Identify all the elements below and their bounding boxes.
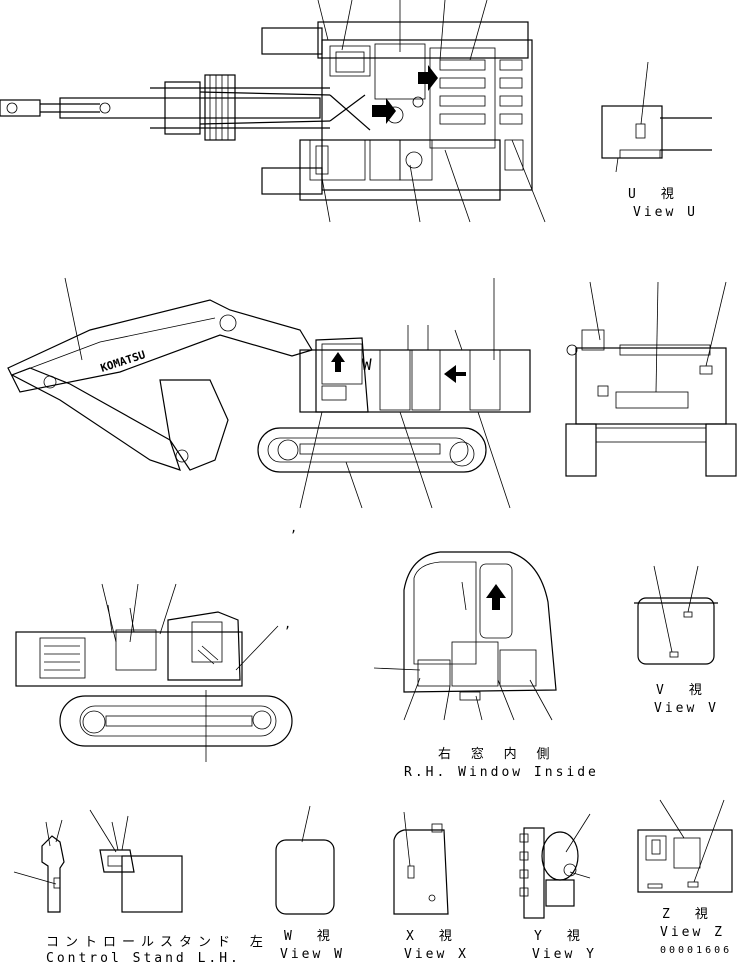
rh-window-caption-en: R.H. Window Inside bbox=[404, 765, 599, 780]
right-side-view-excavator: , bbox=[15, 583, 293, 762]
view-w-detail: W 視 View W bbox=[275, 805, 345, 962]
view-w-caption-en: View W bbox=[280, 947, 345, 962]
view-y-detail: Y 視 View Y bbox=[519, 813, 597, 962]
view-letter-w-side: W bbox=[362, 355, 372, 374]
rh-window-inside-view: 右 窓 内 側 R.H. Window Inside bbox=[373, 551, 599, 780]
view-z-detail: Z 視 View Z 00001606 bbox=[637, 799, 733, 956]
view-x-caption-en: View X bbox=[404, 947, 469, 962]
view-y-caption-jp: Y 視 bbox=[534, 929, 586, 944]
view-v-caption-jp: V 視 bbox=[656, 683, 708, 698]
view-z-caption-jp: Z 視 bbox=[662, 907, 714, 922]
top-view-excavator bbox=[0, 0, 546, 223]
view-y-caption-en: View Y bbox=[532, 947, 597, 962]
view-u-caption-en: View U bbox=[633, 205, 698, 220]
view-x-caption-jp: X 視 bbox=[406, 929, 458, 944]
view-v-caption-en: View V bbox=[654, 701, 719, 716]
comma-mark-2: , bbox=[284, 617, 291, 631]
view-z-caption-en: View Z bbox=[660, 925, 725, 940]
view-v-detail: V 視 View V bbox=[634, 565, 719, 716]
control-stand-lh-detail: コントロールスタンド 左 Control Stand L.H. bbox=[13, 809, 269, 963]
view-w-caption-jp: W 視 bbox=[284, 929, 336, 944]
comma-mark: , bbox=[290, 521, 297, 535]
drawing-number: 00001606 bbox=[660, 945, 732, 956]
side-view-excavator: KOMATSU W , bbox=[7, 277, 531, 535]
view-u-detail: U 視 View U bbox=[601, 61, 712, 220]
rh-window-caption-jp: 右 窓 内 側 bbox=[438, 746, 555, 762]
control-stand-caption-en: Control Stand L.H. bbox=[46, 951, 241, 963]
rear-view-excavator bbox=[565, 281, 737, 477]
view-u-caption-jp: U 視 bbox=[628, 187, 680, 202]
view-x-detail: X 視 View X bbox=[393, 811, 469, 962]
control-stand-caption-jp: コントロールスタンド 左 bbox=[46, 935, 269, 950]
